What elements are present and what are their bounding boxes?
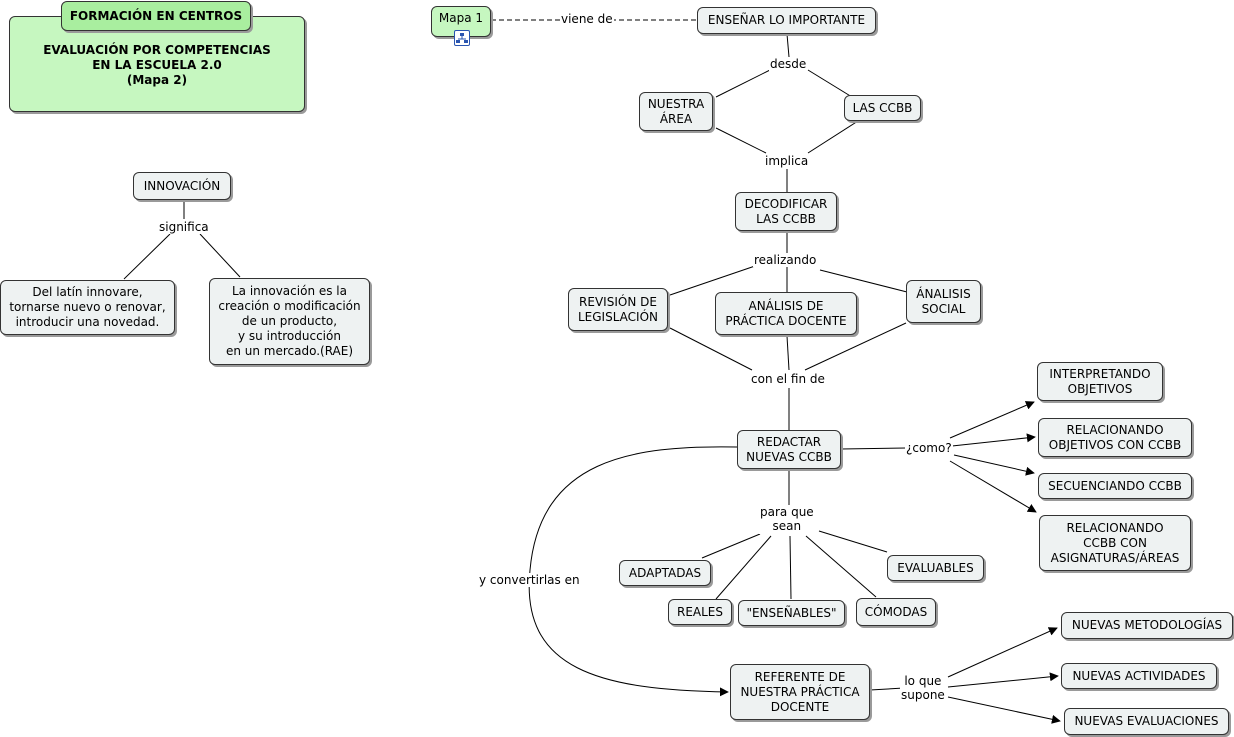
node-innovacion[interactable]: INNOVACIÓN bbox=[133, 172, 231, 200]
node-referente[interactable]: REFERENTE DE NUESTRA PRÁCTICA DOCENTE bbox=[730, 664, 870, 720]
node-revision[interactable]: REVISIÓN DE LEGISLACIÓN bbox=[568, 288, 668, 331]
node-analisis-practica[interactable]: ANÁLISIS DE PRÁCTICA DOCENTE bbox=[715, 292, 857, 335]
link-como: ¿como? bbox=[905, 441, 953, 456]
node-redactar[interactable]: REDACTAR NUEVAS CCBB bbox=[737, 430, 841, 469]
map-link-icon[interactable] bbox=[454, 30, 470, 46]
node-relacionando-objetivos[interactable]: RELACIONANDO OBJETIVOS CON CCBB bbox=[1038, 418, 1192, 457]
node-adaptadas[interactable]: ADAPTADAS bbox=[619, 560, 711, 586]
node-las-ccbb[interactable]: LAS CCBB bbox=[844, 95, 921, 121]
node-evaluables[interactable]: EVALUABLES bbox=[887, 555, 984, 581]
link-implica: implica bbox=[764, 154, 810, 169]
link-viene-de: viene de bbox=[560, 12, 614, 27]
node-interpretando[interactable]: INTERPRETANDO OBJETIVOS bbox=[1037, 362, 1163, 401]
link-lo-que-supone: lo que supone bbox=[900, 674, 946, 703]
node-rae[interactable]: La innovación es la creación o modificac… bbox=[209, 278, 370, 365]
node-latin[interactable]: Del latín innovare, tornarse nuevo o ren… bbox=[0, 280, 175, 335]
node-nuevas-metodologias[interactable]: NUEVAS METODOLOGÍAS bbox=[1061, 612, 1233, 639]
link-con-el-fin-de: con el fin de bbox=[750, 372, 826, 387]
link-para-que-sean: para que sean bbox=[759, 505, 815, 534]
node-reales[interactable]: REALES bbox=[668, 599, 732, 625]
link-desde: desde bbox=[769, 57, 808, 72]
node-nuestra-area[interactable]: NUESTRA ÁREA bbox=[639, 92, 713, 131]
link-realizando: realizando bbox=[753, 253, 818, 268]
node-comodas[interactable]: CÓMODAS bbox=[856, 598, 936, 626]
node-relacionando-ccbb[interactable]: RELACIONANDO CCBB CON ASIGNATURAS/ÁREAS bbox=[1039, 515, 1191, 571]
title-box: EVALUACIÓN POR COMPETENCIAS EN LA ESCUEL… bbox=[9, 16, 305, 112]
mapa1-node[interactable]: Mapa 1 bbox=[431, 6, 491, 37]
link-y-convertirlas-en: y convertirlas en bbox=[478, 573, 581, 588]
node-decodificar[interactable]: DECODIFICAR LAS CCBB bbox=[735, 192, 837, 231]
node-ensenables[interactable]: "ENSEÑABLES" bbox=[738, 600, 845, 626]
link-significa: significa bbox=[158, 220, 210, 235]
node-ensenar[interactable]: ENSEÑAR LO IMPORTANTE bbox=[697, 7, 876, 34]
node-nuevas-actividades[interactable]: NUEVAS ACTIVIDADES bbox=[1061, 663, 1217, 689]
header-tab: FORMACIÓN EN CENTROS bbox=[61, 1, 251, 31]
node-secuenciando[interactable]: SECUENCIANDO CCBB bbox=[1038, 473, 1192, 499]
node-nuevas-evaluaciones[interactable]: NUEVAS EVALUACIONES bbox=[1064, 708, 1229, 735]
node-analisis-social[interactable]: ÁNALISIS SOCIAL bbox=[906, 280, 981, 323]
